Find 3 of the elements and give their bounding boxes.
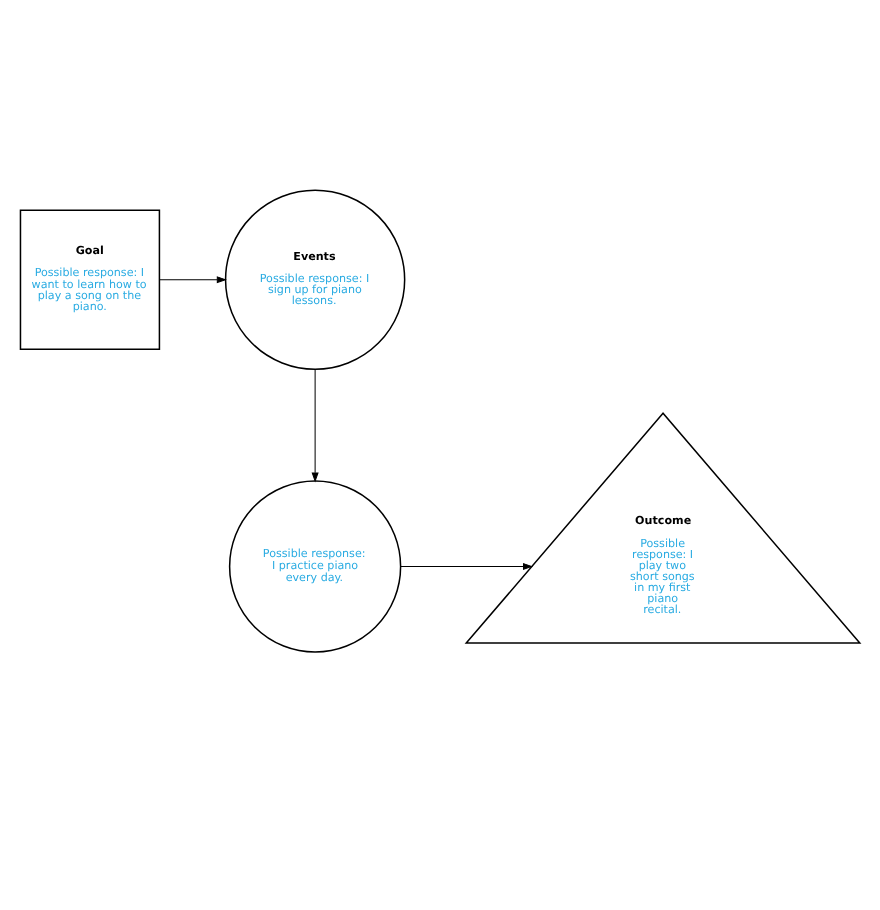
arrow [311,369,319,483]
arrow [158,276,227,284]
arrow [400,562,534,570]
